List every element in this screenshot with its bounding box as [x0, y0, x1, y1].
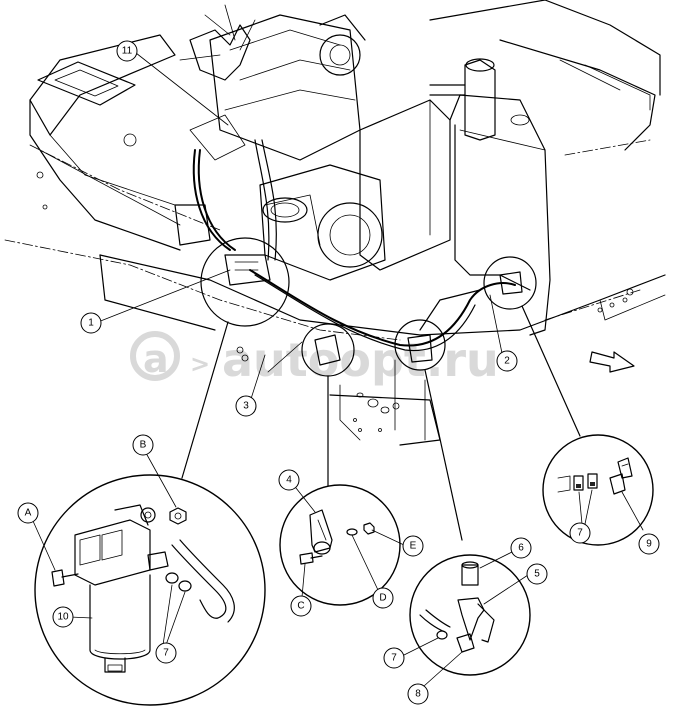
detail-valve	[403, 551, 531, 687]
callout-E: E	[402, 535, 424, 557]
svg-text:5: 5	[534, 569, 540, 580]
engine-assembly	[174, 4, 530, 281]
callout-D: D	[372, 587, 394, 609]
svg-text:4: 4	[286, 475, 292, 486]
callout-9: 9	[638, 533, 660, 555]
detail-clamp	[279, 484, 405, 606]
svg-text:10: 10	[57, 612, 69, 623]
svg-text:A: A	[25, 508, 32, 519]
callout-1: 1	[80, 312, 102, 334]
svg-text:C: C	[297, 601, 304, 612]
detail-elbow	[542, 434, 654, 546]
svg-text:8: 8	[415, 689, 421, 700]
direction-arrow-icon	[589, 351, 635, 373]
callout-2: 2	[496, 350, 518, 372]
callout-10: 10	[52, 606, 74, 628]
svg-text:B: B	[140, 440, 147, 451]
main-view-details	[224, 254, 523, 366]
callout-5: 5	[526, 563, 548, 585]
svg-text:9: 9	[646, 539, 652, 550]
svg-text:7: 7	[391, 653, 397, 664]
svg-text:2: 2	[504, 356, 510, 367]
watermark-text: autoopt.ru	[222, 333, 499, 387]
callout-C: C	[290, 595, 312, 617]
callout-7-filter: 7	[155, 642, 177, 664]
svg-text:11: 11	[122, 46, 133, 57]
svg-text:D: D	[379, 593, 386, 604]
chassis-frame	[4, 0, 666, 446]
callout-A: A	[17, 502, 39, 524]
callout-11: 11	[116, 40, 138, 62]
leader-lines	[97, 52, 581, 541]
callout-7-elbow: 7	[569, 522, 591, 544]
svg-text:7: 7	[163, 648, 169, 659]
callout-6: 6	[510, 537, 532, 559]
watermark: a > autoopt.ru	[130, 331, 499, 387]
svg-text:3: 3	[243, 401, 249, 412]
svg-text:1: 1	[88, 318, 94, 329]
svg-text:E: E	[410, 541, 417, 552]
callout-8: 8	[407, 683, 429, 705]
fuel-line	[249, 269, 516, 352]
svg-text:7: 7	[577, 528, 583, 539]
callout-3: 3	[235, 395, 257, 417]
svg-text:>: >	[190, 350, 210, 378]
detail-fuel-filter	[32, 452, 266, 706]
callout-4: 4	[278, 469, 300, 491]
svg-text:6: 6	[518, 543, 524, 554]
svg-text:a: a	[143, 337, 169, 381]
callout-B: B	[132, 434, 154, 456]
callout-7-valve: 7	[383, 647, 405, 669]
